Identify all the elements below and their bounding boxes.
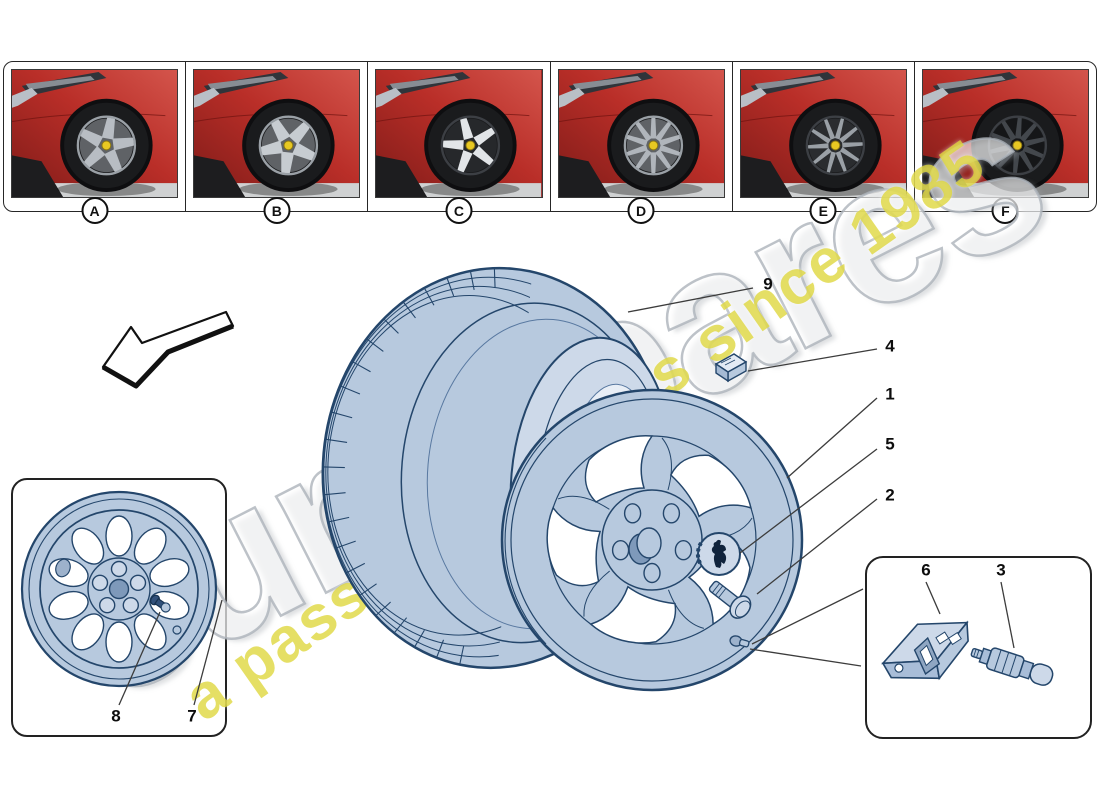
wheel-photo-frame bbox=[739, 69, 907, 198]
car-wheel-photo bbox=[558, 70, 724, 197]
wheel-style-panel-A[interactable]: A bbox=[4, 62, 185, 224]
callout-2[interactable]: 2 bbox=[885, 485, 895, 505]
tire-illustration bbox=[321, 266, 673, 670]
wheel-photo-frame bbox=[557, 69, 725, 198]
panel-letter-badge: B bbox=[263, 197, 291, 224]
car-wheel-photo bbox=[740, 70, 906, 197]
wheel-photo-frame bbox=[921, 69, 1090, 198]
wheel-photo-frame bbox=[193, 69, 361, 198]
wheel-style-gallery: A B bbox=[3, 61, 1097, 224]
wheel-photo-frame bbox=[375, 69, 543, 198]
direction-arrow bbox=[101, 310, 235, 389]
center-cap-illustration bbox=[695, 532, 741, 576]
wheel-style-panel-B[interactable]: B bbox=[185, 62, 367, 224]
spare-wheel-box bbox=[11, 478, 227, 737]
wheel-rim-illustration bbox=[500, 388, 804, 692]
tpms-sensor-box bbox=[865, 556, 1092, 739]
panel-letter-badge: D bbox=[627, 197, 655, 224]
valve-cap-illustration bbox=[714, 353, 748, 383]
car-wheel-photo bbox=[376, 70, 542, 197]
callout-7[interactable]: 7 bbox=[187, 706, 197, 726]
car-wheel-photo bbox=[922, 70, 1089, 197]
callout-5[interactable]: 5 bbox=[885, 434, 895, 454]
car-wheel-photo bbox=[194, 70, 360, 197]
wheel-style-panel-C[interactable]: C bbox=[367, 62, 549, 224]
car-wheel-photo bbox=[12, 70, 178, 197]
wheel-photo-frame bbox=[11, 69, 179, 198]
callout-4[interactable]: 4 bbox=[885, 336, 895, 356]
panel-letter-badge: E bbox=[809, 197, 837, 224]
wheel-bolt-illustration bbox=[708, 580, 752, 619]
callout-1[interactable]: 1 bbox=[885, 384, 895, 404]
callout-9[interactable]: 9 bbox=[763, 274, 773, 294]
prancing-horse-icon bbox=[711, 539, 727, 568]
wheel-style-panel-D[interactable]: D bbox=[549, 62, 732, 224]
panel-letter-badge: C bbox=[445, 197, 473, 224]
wheel-style-panel-E[interactable]: E bbox=[731, 62, 914, 224]
wheel-style-panel-F[interactable]: F bbox=[913, 62, 1096, 224]
wheel-valve-illustration bbox=[729, 635, 750, 648]
callout-6[interactable]: 6 bbox=[921, 560, 931, 580]
callout-3[interactable]: 3 bbox=[996, 560, 1006, 580]
panel-letter-badge: F bbox=[991, 197, 1019, 224]
callout-8[interactable]: 8 bbox=[111, 706, 121, 726]
panel-letter-badge: A bbox=[81, 197, 109, 224]
